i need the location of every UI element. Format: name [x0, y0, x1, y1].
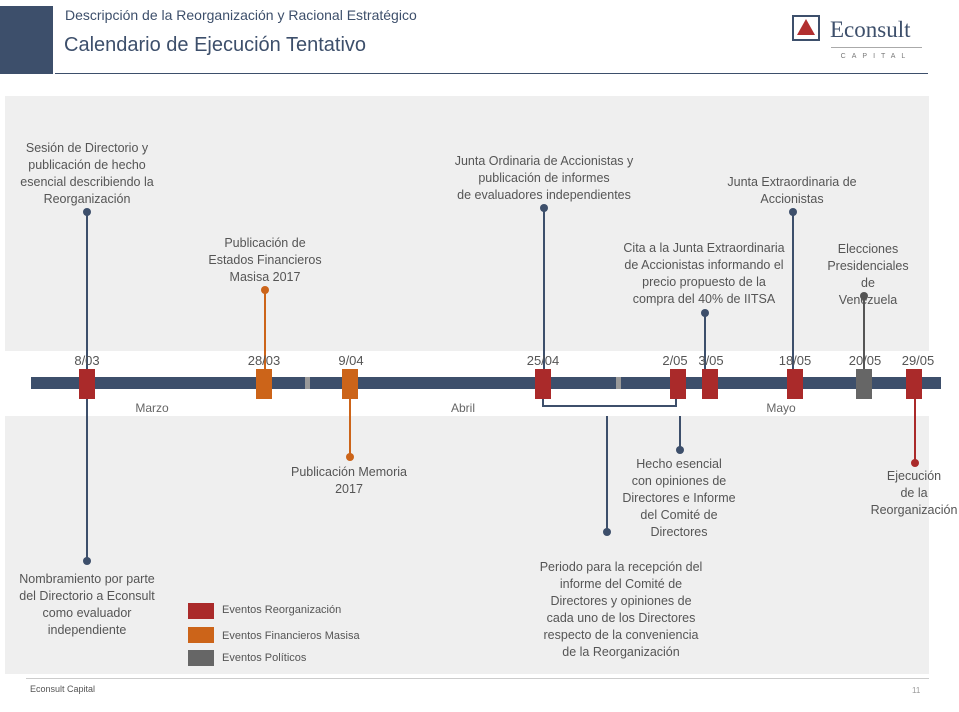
- connector-dot-b3: [603, 528, 611, 536]
- connector-line-b2: [349, 399, 351, 456]
- connector-line-e1: [86, 211, 88, 369]
- event-marker-28-03: [256, 369, 272, 399]
- month-separator: [305, 377, 310, 389]
- event-label-b2: Publicación Memoria 2017: [290, 465, 408, 496]
- date-label: 20/05: [848, 353, 882, 368]
- connector-line-e4: [704, 313, 706, 369]
- logo-triangle-shape: [797, 19, 815, 35]
- footer-company: Econsult Capital: [30, 684, 96, 694]
- legend-swatch-reorganizacion: [188, 603, 214, 619]
- event-label-e1: Sesión de Directorio y publicación de he…: [20, 141, 154, 206]
- connector-dot-e2: [261, 286, 269, 294]
- legend-label: Eventos Financieros Masisa: [222, 630, 360, 642]
- header-accent-block: [0, 6, 53, 74]
- event-marker-25-04: [535, 369, 551, 399]
- connector-line-e5: [792, 212, 794, 369]
- legend-swatch-politicos: [188, 650, 214, 666]
- event-marker-29-05: [906, 369, 922, 399]
- section-subtitle: Descripción de la Reorganización y Racio…: [65, 7, 417, 23]
- bracket-left: [542, 399, 544, 407]
- timeline-bar: [31, 377, 941, 389]
- month-label: Marzo: [135, 401, 169, 415]
- date-label: 8/03: [74, 353, 100, 368]
- connector-line-b3: [606, 416, 608, 531]
- timeline-lower-panel: [5, 416, 929, 674]
- connector-line-b1: [86, 399, 88, 559]
- logo-divider: [831, 47, 922, 48]
- connector-line-b5: [914, 399, 916, 462]
- event-label-e5: Junta Extraordinaria de Accionistas: [727, 175, 857, 206]
- month-separator: [616, 377, 621, 389]
- date-label: 9/04: [338, 353, 364, 368]
- logo-subtitle: CAPITAL: [840, 53, 912, 60]
- month-label: Abril: [450, 401, 476, 415]
- connector-dot-b2: [346, 453, 354, 461]
- connector-dot-e5: [789, 208, 797, 216]
- event-label-e4: Cita a la Junta Extraordinaria de Accion…: [623, 241, 785, 306]
- connector-line-b4: [679, 416, 681, 449]
- date-label: 3/05: [698, 353, 724, 368]
- event-marker-3-05: [702, 369, 718, 399]
- event-label-b5: Ejecución de la Reorganización: [870, 469, 958, 517]
- event-label-e2: Publicación de Estados Financieros Masis…: [208, 236, 322, 284]
- date-label: 25/04: [526, 353, 560, 368]
- event-label-e6: Elecciones Presidenciales de Venezuela: [827, 242, 909, 307]
- event-label-b3: Periodo para la recepción del informe de…: [539, 560, 703, 659]
- date-label: 2/05: [662, 353, 688, 368]
- legend-label: Eventos Políticos: [222, 652, 307, 664]
- event-label-b1: Nombramiento por parte del Directorio a …: [19, 572, 155, 637]
- legend-swatch-financieros: [188, 627, 214, 643]
- page-title: Calendario de Ejecución Tentativo: [64, 34, 367, 56]
- connector-dot-b4: [676, 446, 684, 454]
- month-label: Mayo: [766, 401, 796, 415]
- connector-dot-b1: [83, 557, 91, 565]
- date-label: 28/03: [247, 353, 281, 368]
- date-label: 29/05: [901, 353, 935, 368]
- footer-divider: [26, 678, 929, 679]
- connector-line-e2: [264, 290, 266, 369]
- event-label-e3: Junta Ordinaria de Accionistas y publica…: [454, 154, 634, 202]
- connector-dot-e3: [540, 204, 548, 212]
- logo-name: Econsult: [830, 17, 911, 42]
- bracket-right: [675, 399, 677, 407]
- page-number: 11: [912, 686, 921, 695]
- triangle-logo-icon: [792, 15, 820, 41]
- event-label-b4: Hecho esencial con opiniones de Director…: [622, 457, 736, 539]
- legend-label: Eventos Reorganización: [222, 604, 342, 616]
- connector-dot-e6: [860, 292, 868, 300]
- connector-line-e6: [863, 296, 865, 369]
- event-marker-8-03: [79, 369, 95, 399]
- timeline-upper-panel: [5, 96, 929, 351]
- event-marker-9-04: [342, 369, 358, 399]
- connector-line-e3: [543, 207, 545, 369]
- connector-dot-e1: [83, 208, 91, 216]
- event-marker-2-05: [670, 369, 686, 399]
- date-label: 18/05: [778, 353, 812, 368]
- connector-dot-e4: [701, 309, 709, 317]
- header-divider: [55, 73, 928, 74]
- bracket-bottom: [542, 405, 677, 407]
- connector-dot-b5: [911, 459, 919, 467]
- event-marker-20-05: [856, 369, 872, 399]
- event-marker-18-05: [787, 369, 803, 399]
